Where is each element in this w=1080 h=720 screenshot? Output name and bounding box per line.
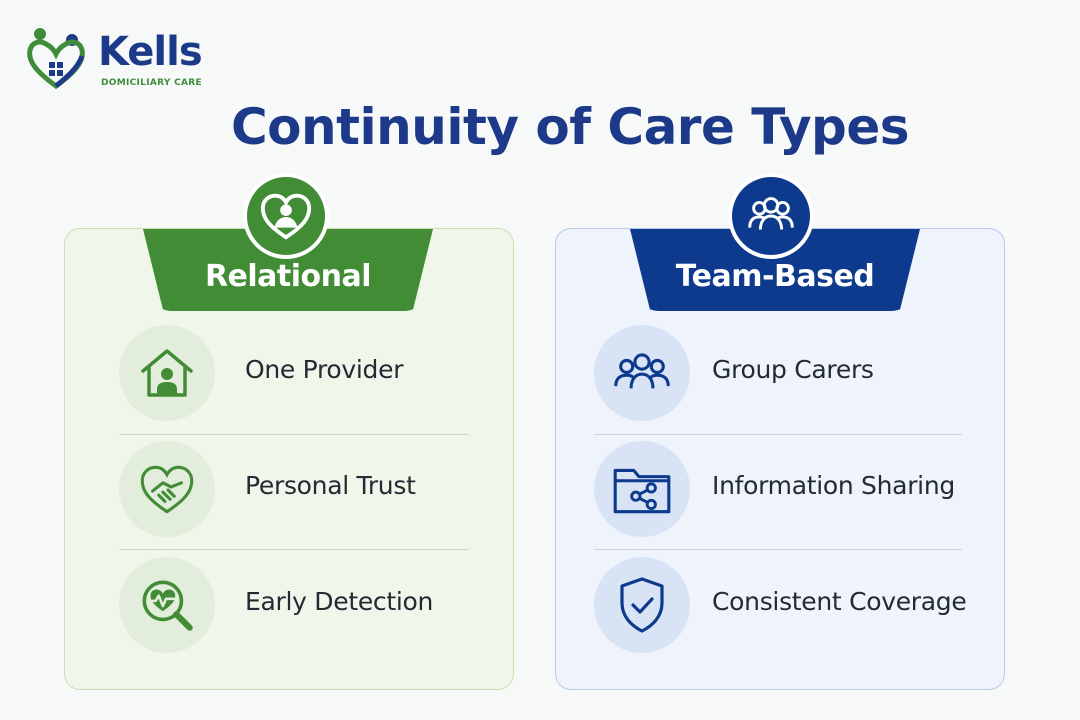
item-label: Group Carers <box>712 355 874 384</box>
item-label: One Provider <box>245 355 404 384</box>
brand-subtitle: DOMICILIARY CARE <box>101 78 202 88</box>
list-item: Consistent Coverage <box>594 557 967 657</box>
item-label: Information Sharing <box>712 471 955 500</box>
divider <box>119 434 469 435</box>
home-person-icon <box>119 325 215 421</box>
heart-person-icon <box>243 173 329 259</box>
brand-logo: Kells DOMICILIARY CARE <box>26 26 226 96</box>
heart-handshake-icon <box>119 441 215 537</box>
brand-name: Kells <box>98 29 203 75</box>
group-icon <box>728 173 814 259</box>
team-based-panel: Team-Based Group Carers <box>555 173 1005 690</box>
list-item: Group Carers <box>594 325 954 425</box>
page-title: Continuity of Care Types <box>230 98 910 156</box>
group-icon <box>594 325 690 421</box>
heart-house-logo-icon <box>27 28 85 90</box>
item-label: Consistent Coverage <box>712 587 967 616</box>
divider <box>594 434 962 435</box>
folder-share-icon <box>594 441 690 537</box>
divider <box>594 549 962 550</box>
relational-header-tab: Relational <box>143 229 433 311</box>
magnifier-heartbeat-icon <box>119 557 215 653</box>
list-item: Early Detection <box>119 557 479 657</box>
list-item: One Provider <box>119 325 479 425</box>
item-label: Personal Trust <box>245 471 416 500</box>
team-based-heading: Team-Based <box>675 259 875 294</box>
item-label: Early Detection <box>245 587 434 616</box>
shield-check-icon <box>594 557 690 653</box>
list-item: Information Sharing <box>594 441 955 541</box>
divider <box>119 549 469 550</box>
list-item: Personal Trust <box>119 441 479 541</box>
relational-heading: Relational <box>204 259 372 294</box>
relational-panel: Relational One Provider Per <box>64 173 514 690</box>
